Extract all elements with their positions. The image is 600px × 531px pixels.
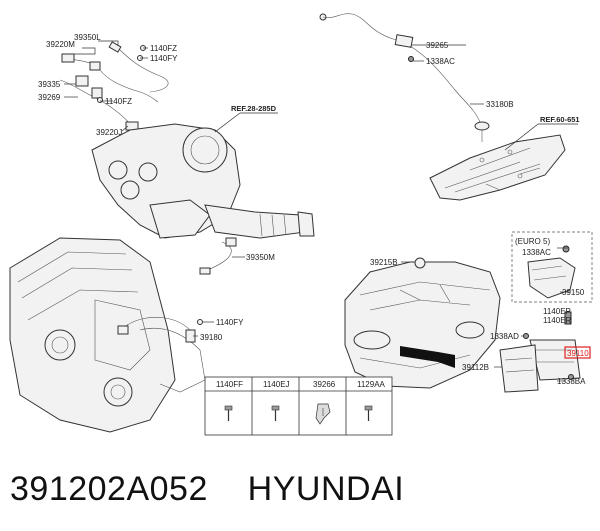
hardware-table — [204, 376, 393, 436]
ref-label-b: REF.60-651 — [540, 115, 580, 124]
callout-39112B[interactable]: 39112B — [462, 363, 489, 372]
callout-39220J[interactable]: 39220J — [96, 128, 122, 137]
part-number: 391202A052 — [10, 469, 208, 508]
car-illustration — [344, 257, 501, 389]
brand-name: HYUNDAI — [247, 469, 405, 508]
callout-39180[interactable]: 39180 — [200, 333, 223, 342]
table-header-1140FF: 1140FF — [216, 380, 243, 389]
callout-1140FZ-2[interactable]: 1140FZ — [105, 97, 132, 106]
callout-39335[interactable]: 39335 — [38, 80, 61, 89]
upper-right-cable — [319, 13, 490, 142]
callout-39350M[interactable]: 39350M — [246, 253, 275, 262]
callout-33180B[interactable]: 33180B — [486, 100, 514, 109]
engine-block — [9, 237, 206, 433]
callout-1140FZ[interactable]: 1140FZ — [150, 44, 177, 53]
callout-39220M[interactable]: 39220M — [46, 40, 75, 49]
clip-icon — [315, 403, 331, 425]
callout-39215B[interactable]: 39215B — [370, 258, 398, 267]
callout-39265[interactable]: 39265 — [426, 41, 449, 50]
table-header-1129AA: 1129AA — [357, 380, 386, 389]
callout-1338AD[interactable]: 1338AD — [490, 332, 519, 341]
screw-icon — [364, 405, 373, 421]
turbo-manifold — [91, 123, 315, 275]
callout-39150[interactable]: 39150 — [562, 288, 585, 297]
callout-39269[interactable]: 39269 — [38, 93, 61, 102]
callout-1140ER[interactable]: 1140ER — [543, 316, 572, 325]
under-floor-plate — [429, 134, 566, 201]
callout-1338AC[interactable]: 1338AC — [426, 57, 455, 66]
euro5-label: (EURO 5) — [515, 237, 550, 246]
footer-caption: 391202A052 HYUNDAI — [10, 462, 404, 516]
callout-1338AC-2[interactable]: 1338AC — [522, 248, 551, 257]
callout-1140FY-2[interactable]: 1140FY — [216, 318, 244, 327]
callout-1338BA[interactable]: 1338BA — [557, 377, 586, 386]
callout-39110[interactable]: 39110 — [567, 349, 589, 358]
bolt-icon — [224, 405, 233, 421]
callout-1140EP[interactable]: 1140EP — [543, 307, 571, 316]
leader-lines — [64, 40, 578, 382]
ecu-assembly — [499, 231, 593, 393]
highlight-box — [564, 346, 591, 359]
callout-1140FY[interactable]: 1140FY — [150, 54, 178, 63]
callout-39350L[interactable]: 39350L — [74, 33, 101, 42]
ref-label-a: REF.28-285D — [231, 104, 277, 113]
table-header-1140EJ: 1140EJ — [263, 380, 290, 389]
table-header-39266: 39266 — [313, 380, 336, 389]
bolt-icon — [271, 405, 280, 421]
